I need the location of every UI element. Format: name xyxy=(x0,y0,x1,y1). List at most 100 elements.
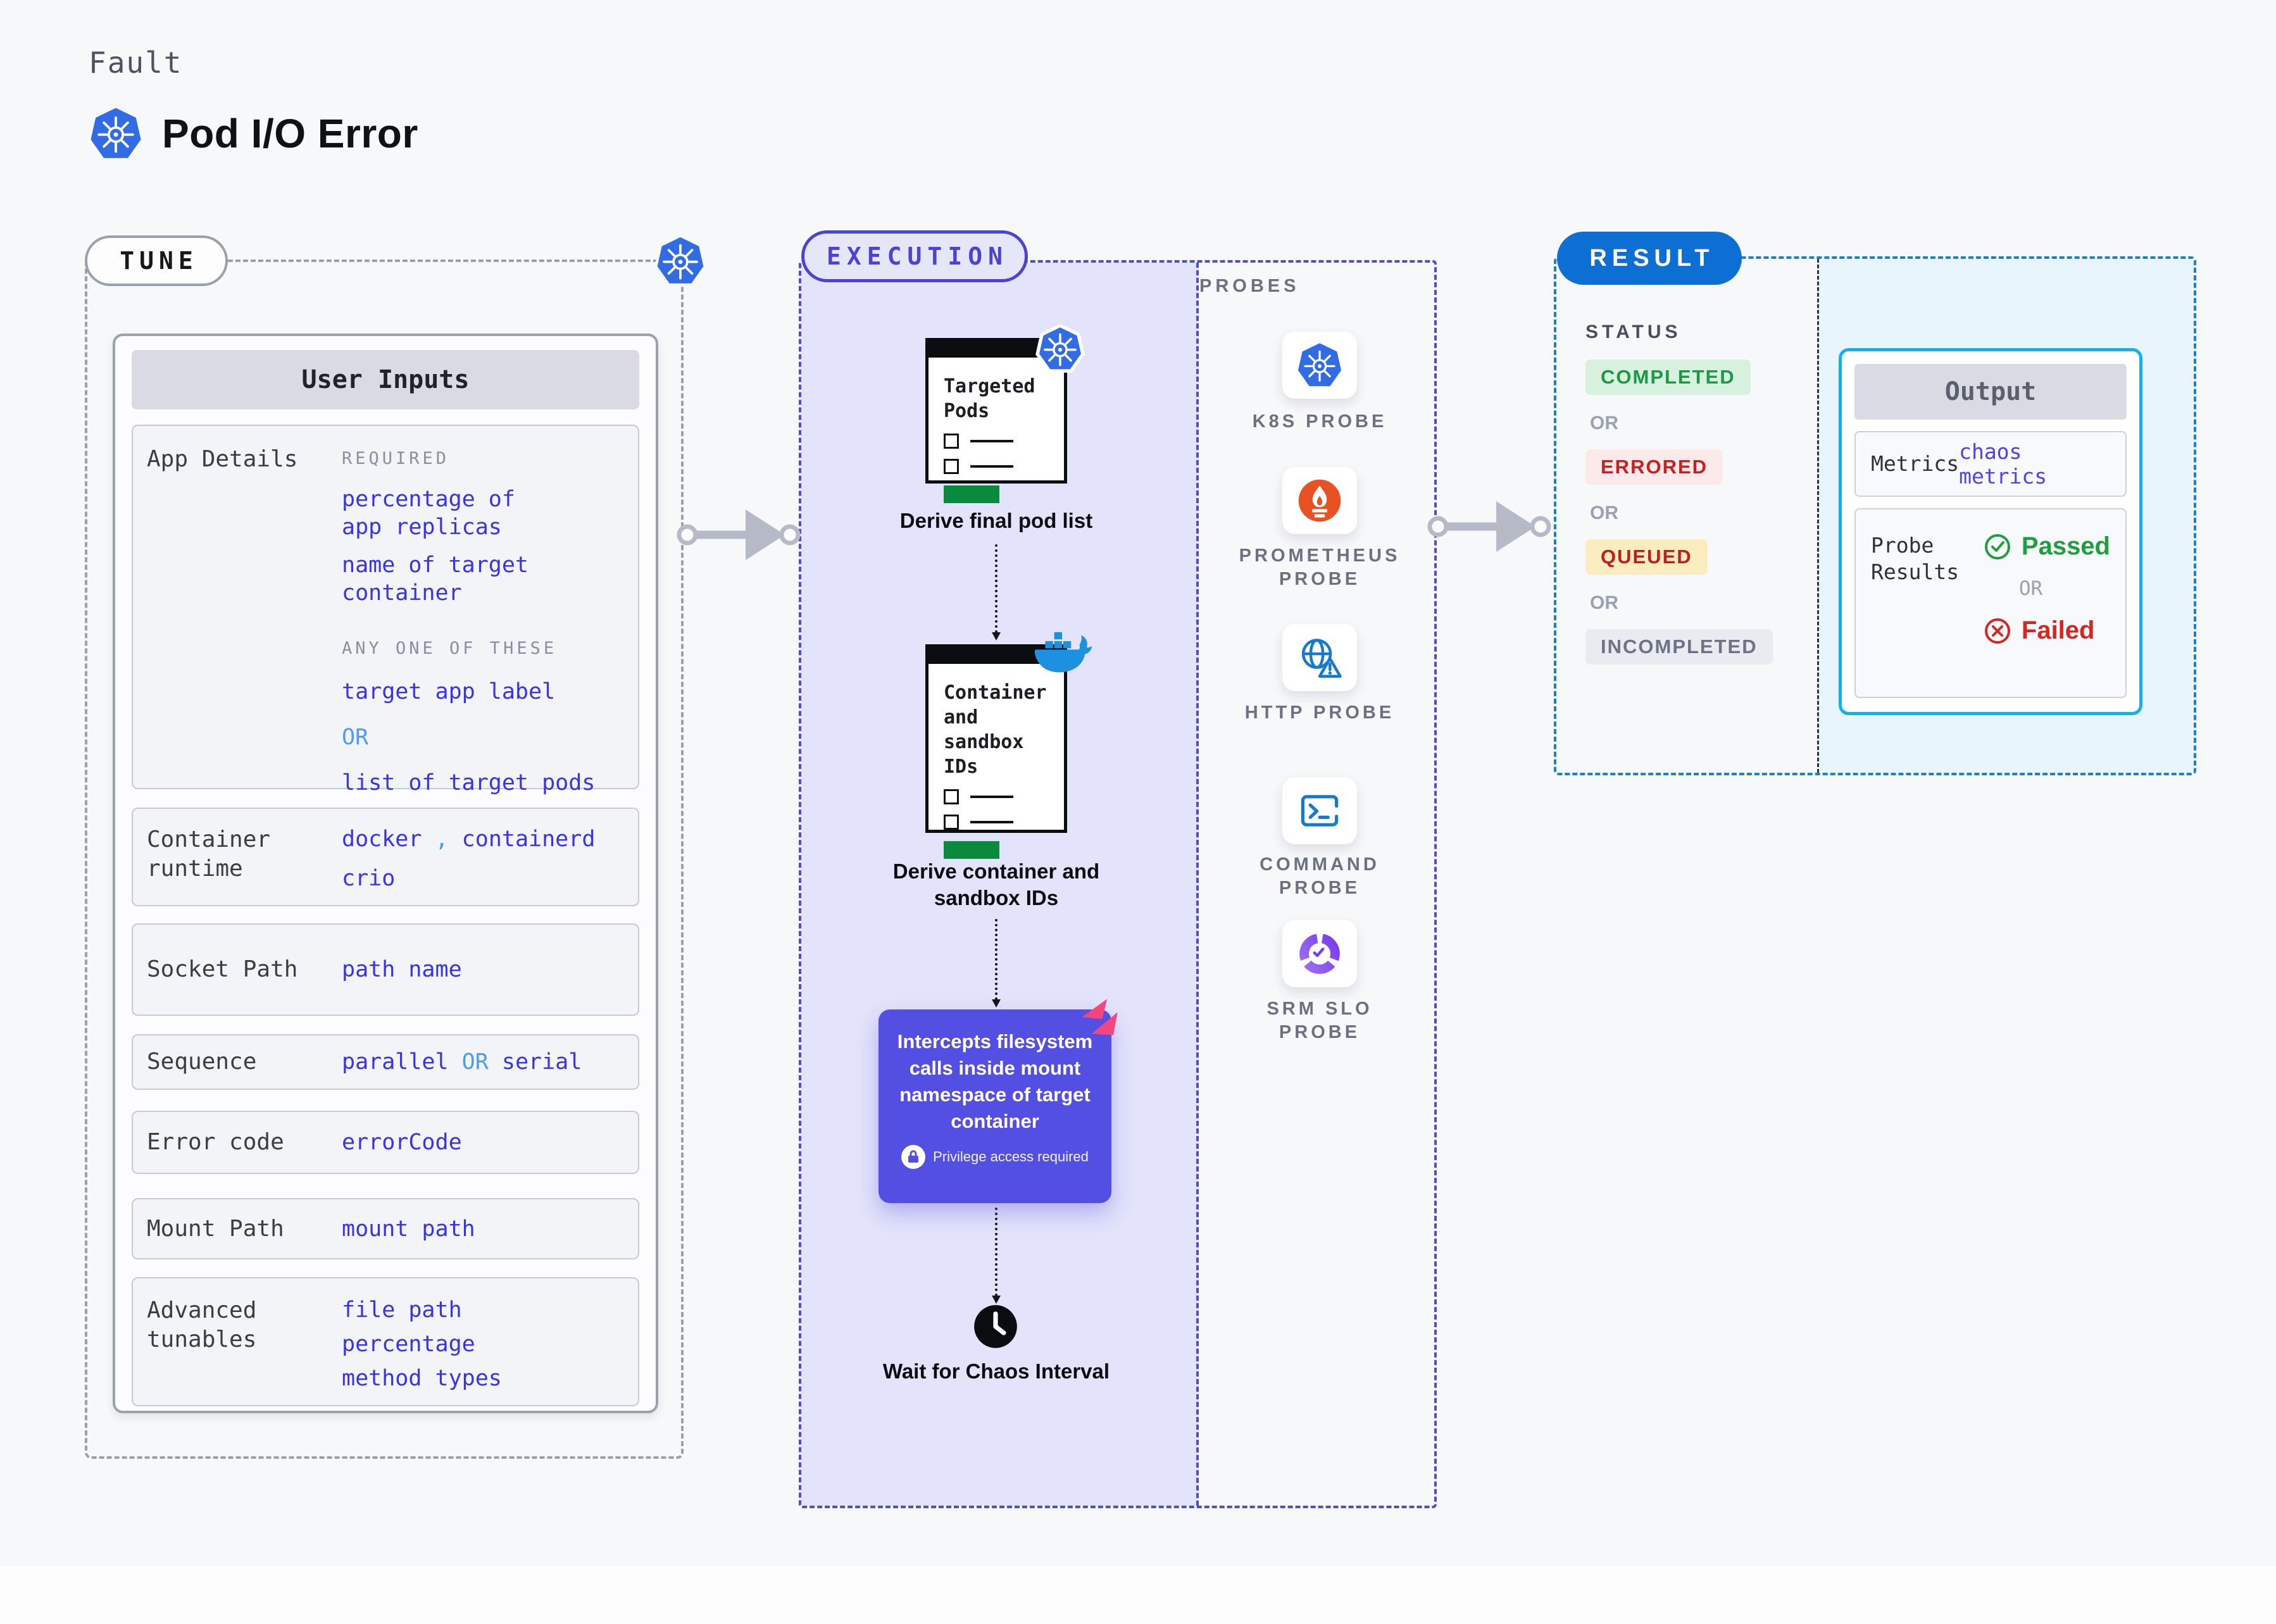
tune-section xyxy=(85,259,684,1459)
metrics-label: Metrics xyxy=(1871,451,1960,476)
command-probe-card xyxy=(1282,777,1357,844)
or-separator: OR xyxy=(1590,503,1618,523)
step-caption: Derive container and sandbox IDs xyxy=(892,859,1100,909)
flow-connector xyxy=(992,1208,1001,1304)
tune-pill: TUNE xyxy=(85,235,228,286)
globe-alert-icon xyxy=(1301,639,1342,678)
probe-results-label: Probe Results xyxy=(1871,533,1960,584)
row-container-runtime: Container runtime docker , containerd cr… xyxy=(132,808,639,906)
row-label: Advanced tunables xyxy=(147,1297,257,1352)
user-inputs-header: User Inputs xyxy=(132,350,639,409)
card-title: Container and sandbox IDs xyxy=(944,682,1047,778)
row-values: file path percentage method types xyxy=(342,1296,638,1405)
x-circle-icon xyxy=(1984,618,2010,644)
probe-result-failed: Failed xyxy=(1984,616,2110,645)
result-pill: RESULT xyxy=(1557,232,1742,285)
check-circle-icon xyxy=(1984,534,2010,559)
probe-label: K8S PROBE xyxy=(1252,411,1387,432)
or-separator: OR xyxy=(1590,413,1618,434)
value-item: percentage xyxy=(342,1332,475,1357)
any-one-heading: ANY ONE OF THESE xyxy=(342,639,558,658)
clock-icon xyxy=(974,1305,1017,1348)
row-label: Sequence xyxy=(147,1049,257,1075)
row-app-details: App Details REQUIRED percentage of app r… xyxy=(132,425,639,796)
fault-kicker: Fault xyxy=(89,46,183,80)
row-values: mount path xyxy=(342,1216,475,1242)
footer-strip xyxy=(0,1566,2276,1624)
progress-bar xyxy=(944,841,999,859)
metrics-row: Metrics chaos metrics xyxy=(1854,431,2127,497)
value-item: file path xyxy=(342,1297,462,1323)
probe-label: PROMETHEUS PROBE xyxy=(1239,546,1401,589)
srm-slo-probe-card xyxy=(1282,920,1357,987)
or-separator: OR xyxy=(342,725,369,750)
row-sequence: Sequence parallel OR serial xyxy=(132,1034,639,1090)
failed-text: Failed xyxy=(2021,616,2095,644)
terminal-icon xyxy=(1301,795,1339,827)
probe-results-values: Passed OR Failed xyxy=(1984,532,2110,697)
row-label: Socket Path xyxy=(147,956,298,982)
kubernetes-icon xyxy=(91,108,141,158)
execution-pill: EXECUTION xyxy=(801,230,1028,282)
row-socket-path: Socket Path path name xyxy=(132,923,639,1016)
flow-connector xyxy=(992,919,1001,1008)
probe-label: HTTP PROBE xyxy=(1244,703,1395,723)
http-probe-card xyxy=(1282,624,1357,691)
value-item: percentage of app replicas xyxy=(342,487,515,540)
value-item: name of target container xyxy=(342,553,529,606)
value-item: target app label xyxy=(342,679,556,704)
passed-text: Passed xyxy=(2021,532,2110,560)
probe-label: COMMAND PROBE xyxy=(1260,854,1380,898)
metrics-value: chaos metrics xyxy=(1959,439,2048,489)
value-item: docker xyxy=(342,827,422,852)
value-item: serial xyxy=(501,1049,582,1075)
docker-icon xyxy=(1034,632,1092,673)
row-label: Mount Path xyxy=(147,1215,284,1242)
arrow-tune-to-execution xyxy=(677,509,801,560)
kubernetes-icon xyxy=(1297,343,1342,387)
row-mount-path: Mount Path mount path xyxy=(132,1198,639,1259)
step-caption: Wait for Chaos Interval xyxy=(882,1359,1110,1383)
row-error-code: Error code errorCode xyxy=(132,1111,639,1174)
output-header: Output xyxy=(1854,364,2127,420)
kubernetes-icon xyxy=(654,234,706,286)
status-label: STATUS xyxy=(1585,322,1682,342)
or-separator: OR xyxy=(2018,577,2043,600)
kubernetes-icon xyxy=(1035,324,1085,373)
probe-results-row: Probe Results Passed OR Failed xyxy=(1854,508,2127,698)
prometheus-probe-card xyxy=(1282,467,1357,534)
flow-connector xyxy=(992,544,1001,640)
row-label: App Details xyxy=(147,446,298,472)
row-label: Error code xyxy=(147,1129,284,1155)
intercept-step-box: Intercepts filesystem calls inside mount… xyxy=(879,1009,1111,1203)
checklist-item xyxy=(944,459,1051,474)
row-values: errorCode xyxy=(342,1130,462,1155)
or-separator: OR xyxy=(1590,592,1618,613)
slo-donut-icon xyxy=(1299,934,1340,974)
chaos-icon xyxy=(1082,999,1118,1035)
card-title: Targeted Pods xyxy=(944,375,1035,422)
progress-bar xyxy=(944,485,999,503)
lock-icon xyxy=(901,1145,926,1169)
prometheus-icon xyxy=(1298,479,1341,522)
privilege-note-text: Privilege access required xyxy=(933,1149,1089,1165)
row-values: REQUIRED percentage of app replicas name… xyxy=(342,445,638,796)
row-values: path name xyxy=(342,957,462,982)
checklist-item xyxy=(944,815,1051,830)
probe-label: SRM SLO PROBE xyxy=(1266,999,1373,1042)
value-item: containerd xyxy=(461,827,596,852)
user-inputs-panel: User Inputs App Details REQUIRED percent… xyxy=(113,334,658,1413)
probe-result-passed: Passed xyxy=(1984,532,2110,561)
status-badge-incompleted: INCOMPLETED xyxy=(1585,629,1773,665)
output-panel: Output Metrics chaos metrics Probe Resul… xyxy=(1839,348,2142,715)
arrow-execution-to-result xyxy=(1427,501,1551,552)
row-label: Container runtime xyxy=(147,827,271,882)
required-heading: REQUIRED xyxy=(342,449,450,468)
or-separator: OR xyxy=(461,1049,489,1075)
checklist-item xyxy=(944,789,1051,804)
step-caption: Derive final pod list xyxy=(899,509,1093,532)
status-badge-queued: QUEUED xyxy=(1585,539,1708,575)
row-advanced-tunables: Advanced tunables file path percentage m… xyxy=(132,1277,639,1406)
row-values: parallel OR serial xyxy=(342,1048,638,1076)
value-item: list of target pods xyxy=(342,770,596,796)
